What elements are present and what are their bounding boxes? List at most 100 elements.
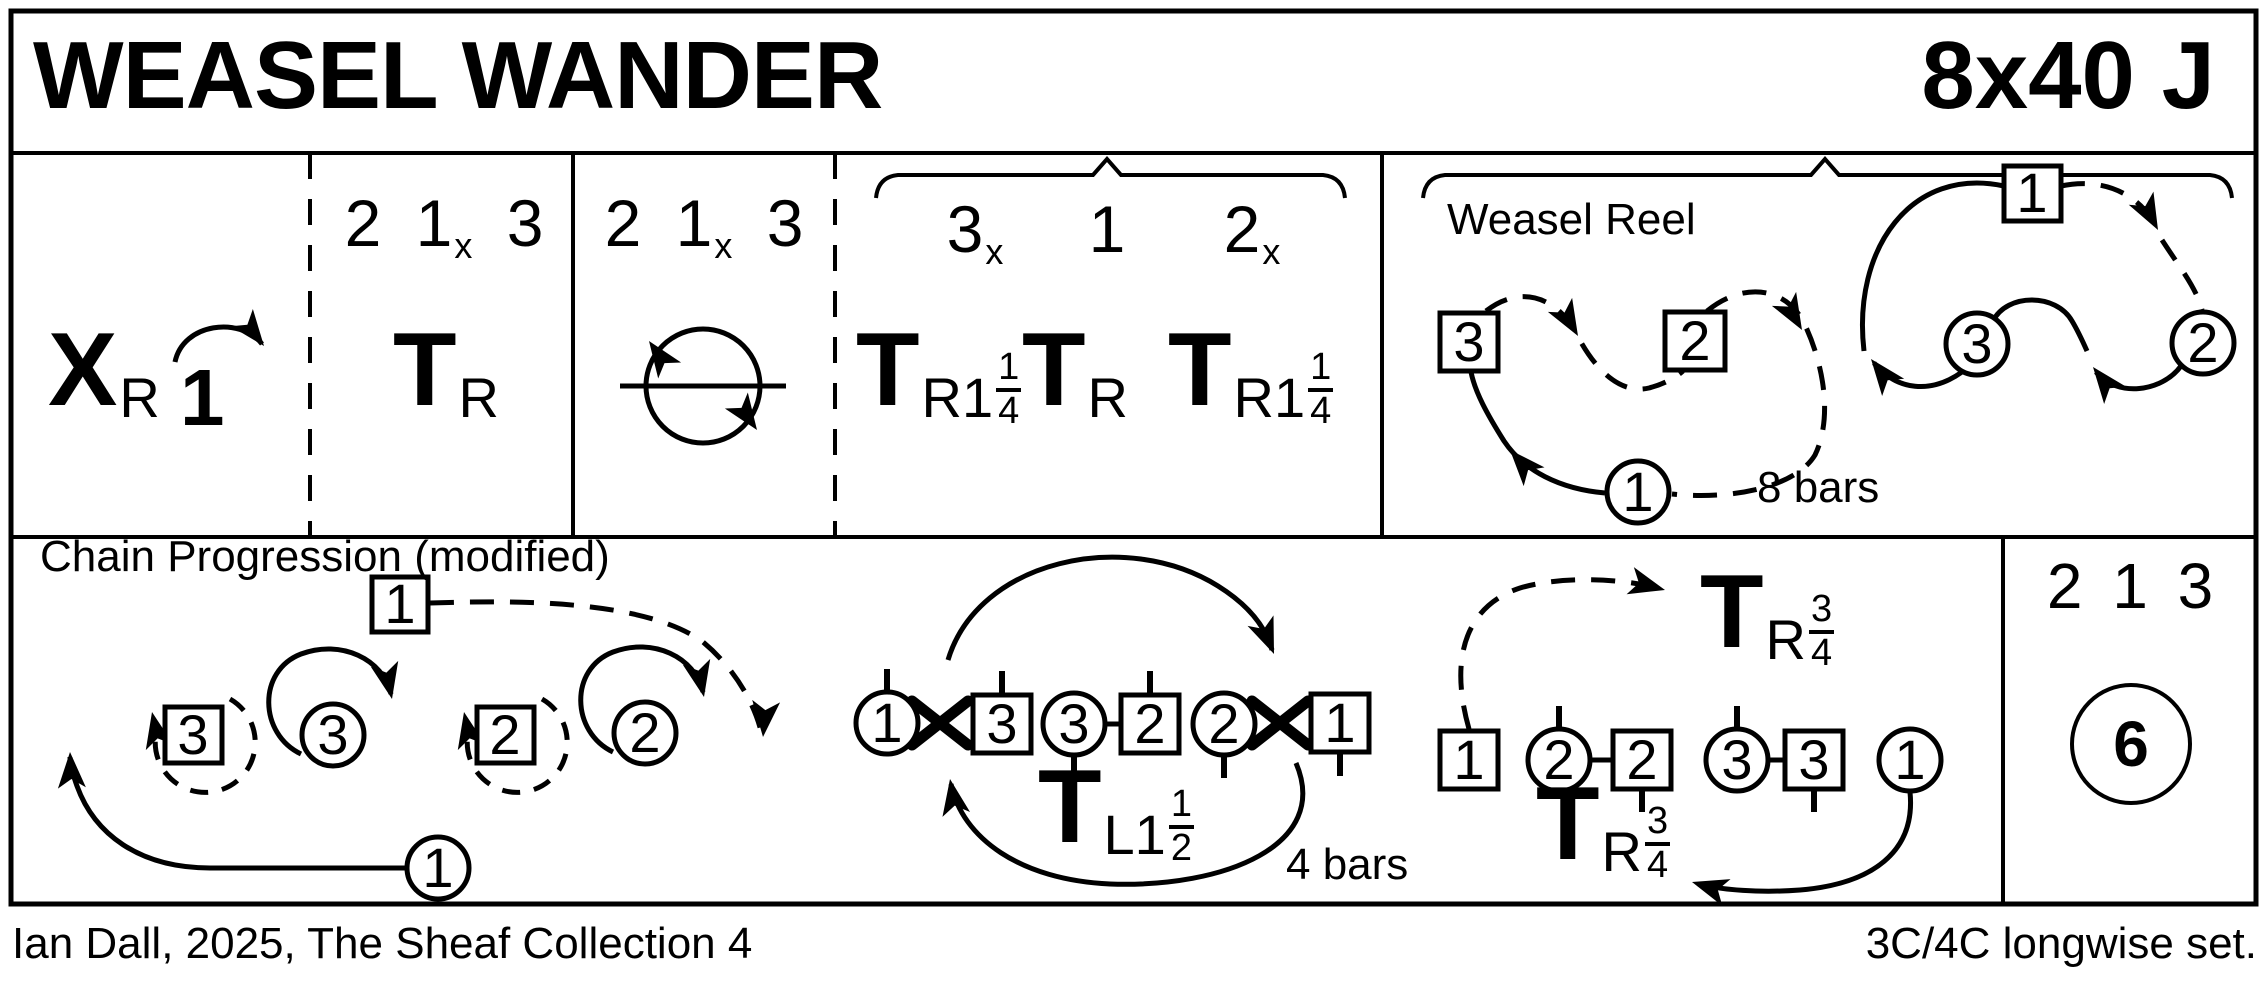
circle-3	[299, 701, 367, 769]
weasel-right-paths	[1860, 180, 2205, 404]
figure-name: Weasel Reel	[1447, 195, 1696, 244]
dancer-number: 3	[1453, 310, 1485, 373]
arrowhead	[230, 309, 264, 346]
dancer-number: 3	[986, 692, 1018, 755]
dancer-number: 2	[1543, 728, 1575, 791]
dancer-number: 3	[177, 703, 209, 766]
end-group-paths	[1458, 567, 1914, 906]
phrase-brace-weasel	[1421, 155, 2234, 199]
square-2	[1662, 309, 1728, 373]
dancer-number: 1	[871, 691, 903, 754]
repeat-bar-number: 6	[2113, 708, 2149, 780]
brace-head-3x: 3x	[947, 196, 1004, 270]
head-sub: x	[985, 231, 1004, 272]
end-group-dancers	[1437, 726, 1944, 794]
dancer-number: 3	[1961, 312, 1993, 375]
bars-label: 8 bars	[1757, 463, 1880, 512]
square-2	[1118, 692, 1182, 756]
progression-order: 2 1x 3	[605, 190, 804, 264]
weasel-dancers	[1437, 163, 2237, 526]
middle-hump	[1990, 297, 2090, 353]
dashed-cast-1	[429, 599, 764, 732]
turn-sub: R	[1601, 820, 1642, 883]
chain-dancers	[162, 574, 679, 902]
upper-arc	[945, 554, 1275, 661]
phrase-brace-turns	[874, 155, 1347, 199]
deviser-credit: Ian Dall, 2025, The Sheaf Collection 4	[12, 919, 753, 968]
arrowhead	[1626, 567, 1665, 595]
frame-borders	[8, 8, 2259, 907]
turn-sub: R1	[1233, 366, 1306, 429]
head-sub: x	[1262, 231, 1281, 272]
turn-letter: T	[1700, 554, 1764, 670]
circle-3	[1943, 310, 2011, 378]
middle-line-paths	[942, 554, 1306, 887]
dance-title: WEASEL WANDER	[33, 22, 883, 129]
fraction-den: 4	[996, 387, 1022, 432]
square-3	[162, 704, 225, 766]
dancer-number: 2	[1134, 692, 1166, 755]
dancer-number: 3	[1721, 728, 1753, 791]
turn-letter: T	[1536, 766, 1600, 882]
dancer-number: 2	[1679, 309, 1711, 372]
arrowhead	[2093, 367, 2127, 404]
arrowhead	[1771, 291, 1802, 330]
brace-head-1: 1	[1089, 196, 1126, 262]
cross-cell-arrow	[172, 309, 264, 363]
lower-arc	[948, 762, 1306, 887]
dancer-number: 3	[1798, 728, 1830, 791]
dancer-number: 1	[422, 836, 454, 899]
cross-icon	[1246, 695, 1314, 751]
arrowhead	[370, 660, 399, 699]
middle-line-marks	[884, 669, 1343, 778]
solid-cast-1	[67, 756, 406, 871]
dashed-loop-3	[152, 696, 258, 795]
order-n2-sub: x	[454, 225, 473, 266]
bars-label: 4 bars	[1286, 840, 1409, 889]
arrowhead	[2128, 191, 2158, 230]
solid-loop-2	[578, 644, 706, 755]
fraction-den: 4	[1644, 841, 1671, 886]
arrowhead	[724, 392, 757, 430]
dashed-track-1a	[2060, 181, 2159, 228]
dashed-cast-up	[1458, 577, 1659, 730]
turn-sub: L1	[1103, 803, 1166, 866]
dance-meta: 8x40 J	[1921, 22, 2215, 129]
order-n1: 2	[344, 186, 382, 260]
chain-paths	[57, 599, 781, 871]
order-n3: 3	[766, 186, 804, 260]
solid-loop-3	[266, 646, 394, 757]
cross-icon	[906, 695, 974, 751]
arrowhead	[1247, 615, 1274, 654]
dancer-number: 3	[1058, 692, 1090, 755]
fraction-den: 4	[1808, 629, 1835, 674]
turn-sub: R	[1765, 608, 1806, 671]
dancer-number: 1	[1894, 728, 1926, 791]
middle-line-crosses	[906, 695, 1314, 751]
cross-symbol-sub: R	[119, 366, 160, 429]
dashed-loop-2	[464, 696, 570, 795]
arrowhead	[57, 752, 86, 789]
arrowhead	[1871, 359, 1905, 396]
turn-sub: R1	[921, 366, 994, 429]
repeat-circle	[2070, 683, 2192, 805]
dancer-number: 2	[629, 701, 661, 764]
arrowhead	[752, 699, 781, 737]
head-number: 2	[1223, 192, 1261, 266]
dancer-number: 3	[317, 703, 349, 766]
arrowhead	[1510, 450, 1545, 487]
brace-head-2x: 2x	[1224, 196, 1281, 270]
turn-right-label: T R	[1022, 318, 1128, 426]
figure-name: Chain Progression (modified)	[40, 532, 610, 581]
dancer-number: 2	[2187, 311, 2219, 374]
square-1	[369, 574, 431, 635]
order-n1: 2	[604, 186, 642, 260]
cross-symbol-letter: X	[48, 312, 118, 428]
circle-2	[2169, 309, 2237, 377]
